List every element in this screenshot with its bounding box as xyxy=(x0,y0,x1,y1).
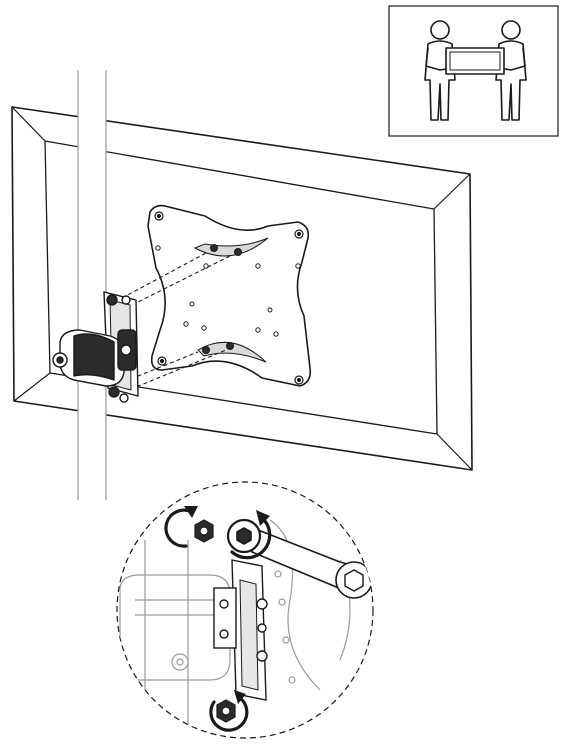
vesa-adapter-plate xyxy=(147,204,312,387)
top-left-nut xyxy=(194,519,214,543)
rotate-clockwise-icon xyxy=(230,510,272,560)
rotate-clockwise-icon xyxy=(164,506,198,548)
vesa-plate-outline xyxy=(147,204,312,387)
bottom-nut xyxy=(216,699,236,723)
mounting-assembly-panel xyxy=(11,70,473,500)
vesa-screws xyxy=(202,244,242,354)
two-person-lift-panel xyxy=(388,5,559,137)
pole-clamp-bracket xyxy=(52,291,139,403)
wrench-tighten-bolts-icon xyxy=(226,518,373,599)
rotation-arrows xyxy=(164,506,272,732)
detail-bracket-plate xyxy=(213,559,268,701)
rotate-clockwise-icon xyxy=(209,690,249,732)
two-person-lift-icon xyxy=(424,20,527,121)
vesa-corner-holes xyxy=(154,211,304,385)
tightening-detail-panel xyxy=(116,481,374,739)
vesa-inner-holes xyxy=(155,245,301,337)
mounting-pole xyxy=(77,70,107,500)
